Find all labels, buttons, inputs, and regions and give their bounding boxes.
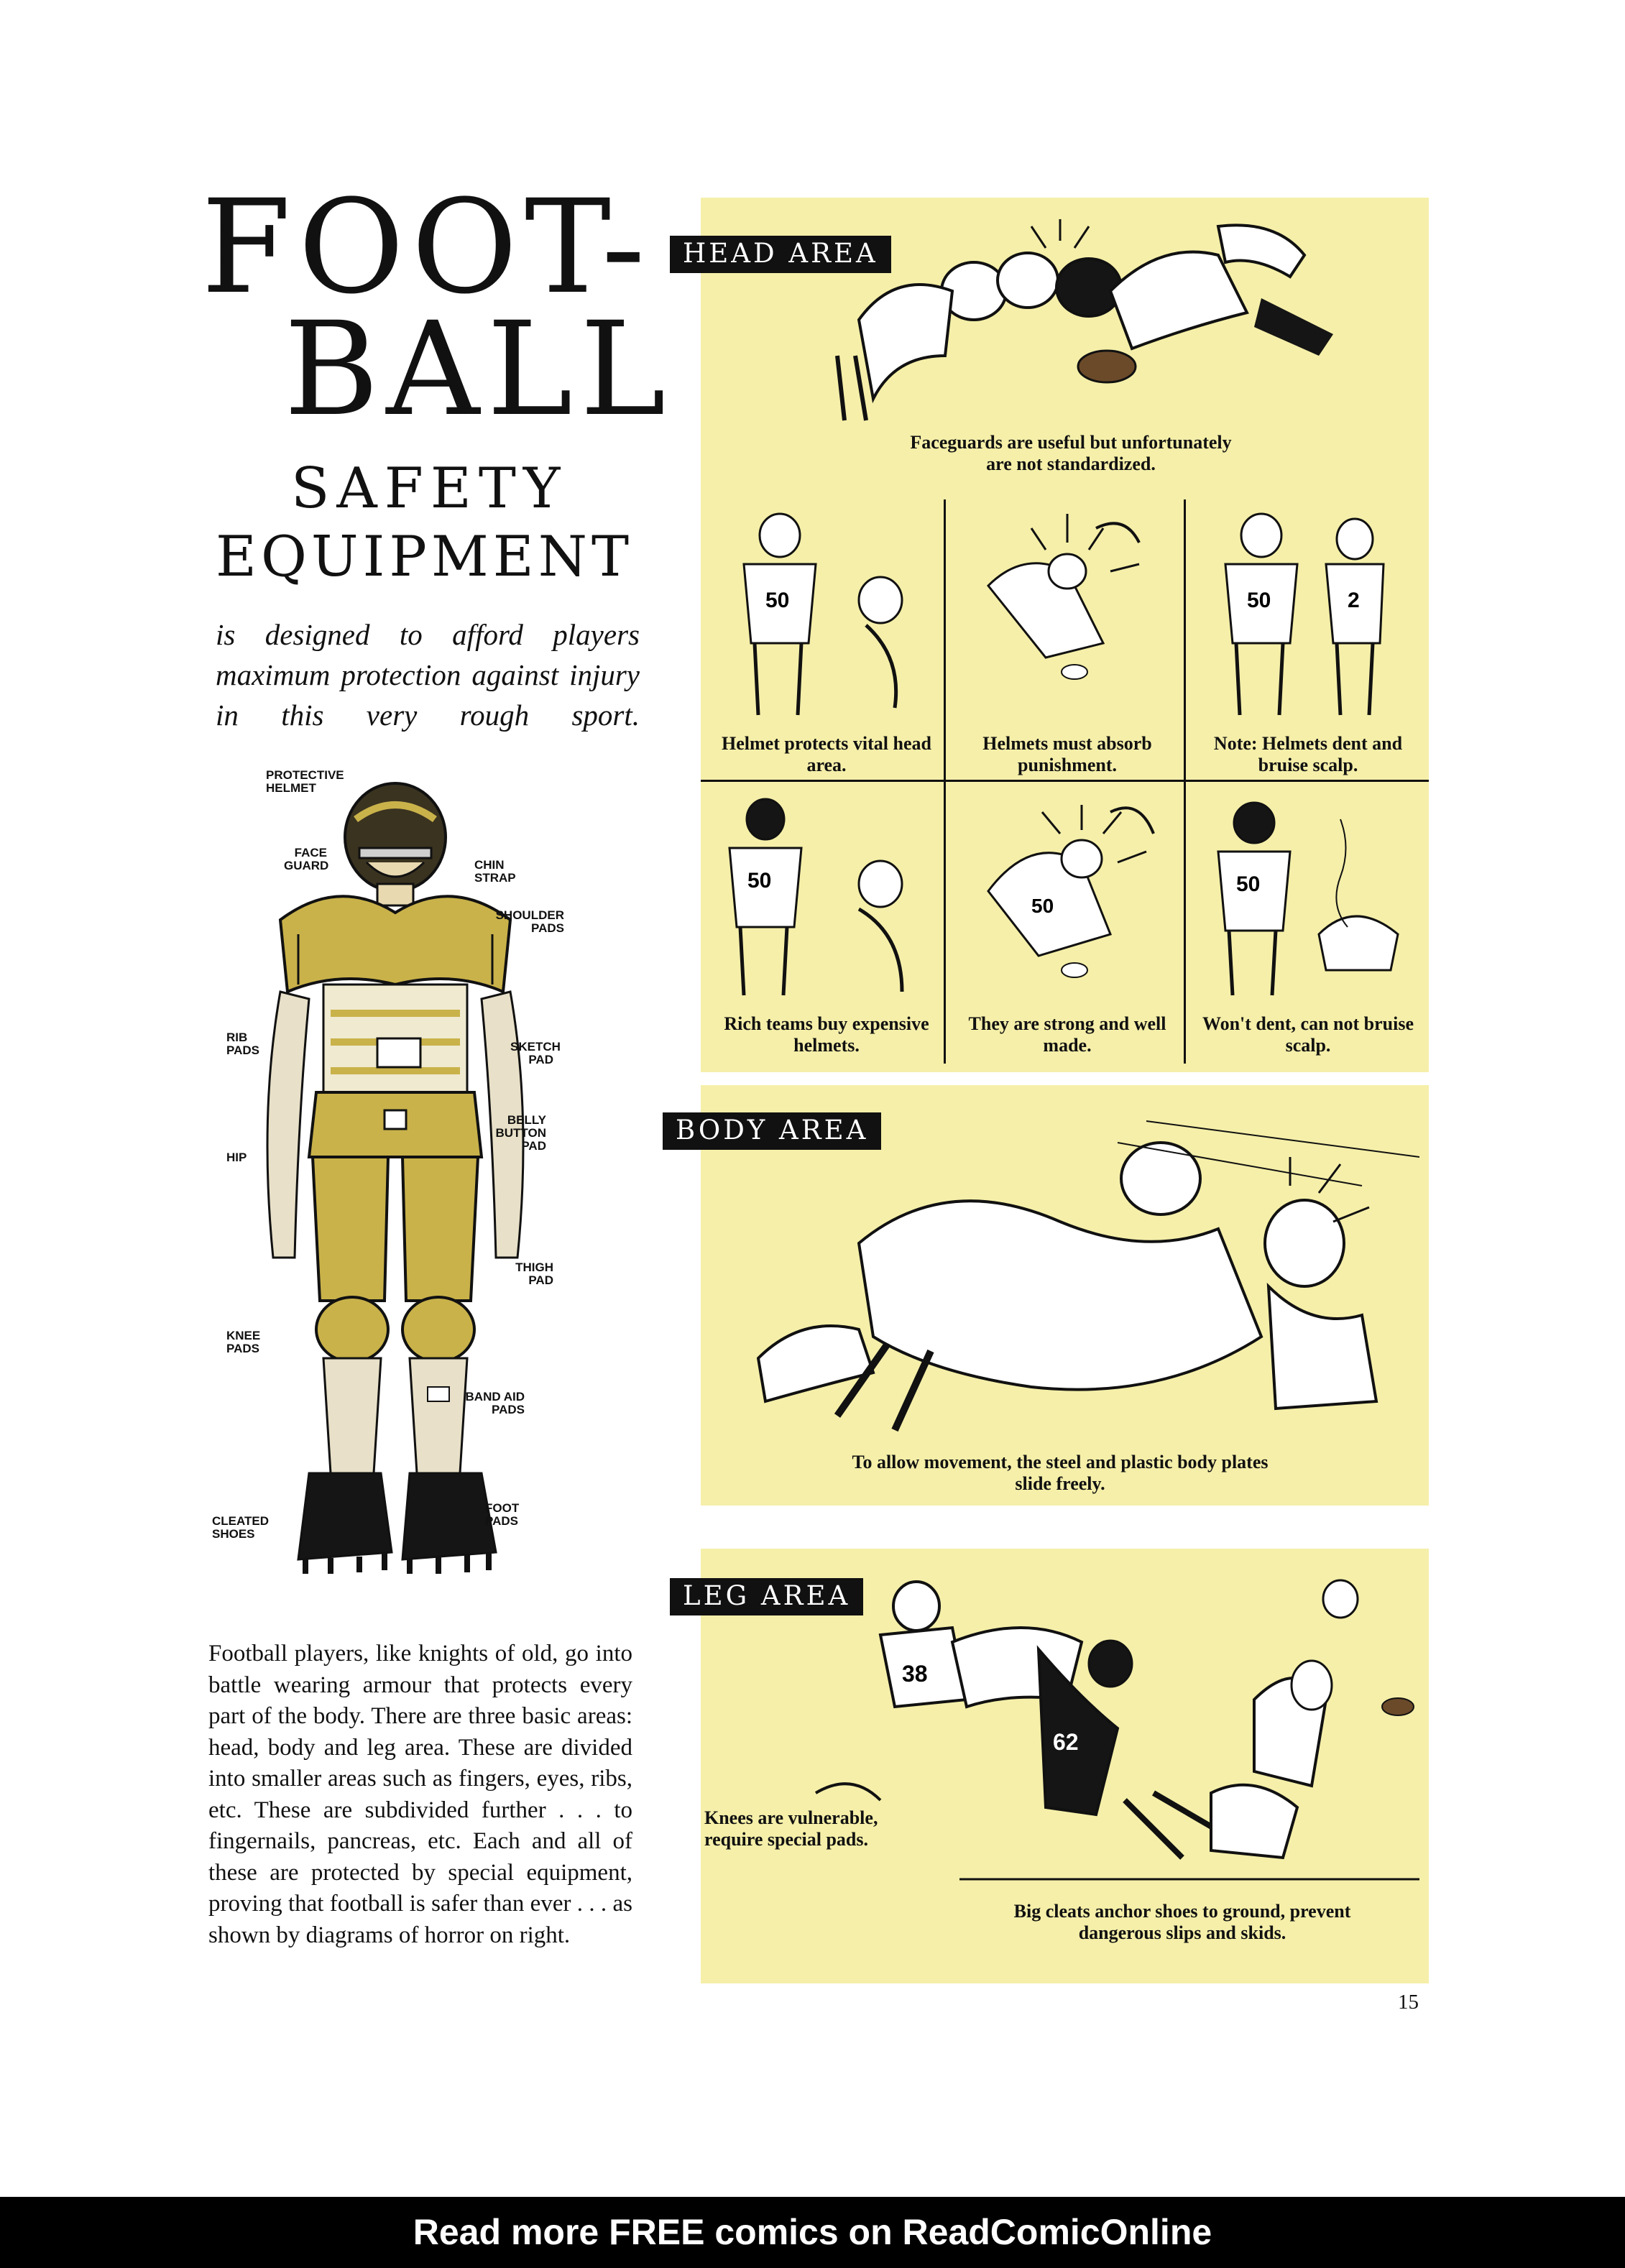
leg-action-illustration: 38 62 [814,1579,1419,1881]
label-band-aid-pads: BAND AID PADS [465,1390,525,1416]
cell-illustration-rich-teams: 50 [728,798,904,996]
body-area-panel: To allow movement, the steel and plastic… [701,1085,1429,1506]
panel-divider [701,780,1429,782]
label-sketch-pad: SKETCH PAD [510,1040,561,1066]
cell-illustration-helmet-protects: 50 [742,512,903,716]
label-face-guard: FACE GUARD [284,846,329,872]
title-line-ball: BALL [284,295,673,445]
title-line-safety: SAFETY [291,456,568,521]
subtitle: is designed to afford players maximum pr… [216,618,640,732]
label-knee-pads: KNEE PADS [226,1329,261,1355]
head-area-panel: Faceguards are useful but unfortunately … [701,198,1429,1072]
player-diagram: PROTECTIVE HELMET FACE GUARD CHIN STRAP … [212,755,564,1610]
label-protective-helmet: PROTECTIVE HELMET [266,768,344,795]
player-illustration [266,782,525,1574]
cell-illustration-wont-dent: 50 [1217,801,1399,996]
label-thigh-pad: THIGH PAD [515,1260,553,1287]
leg-area-panel: 38 62 Knees are vulnerable, require spec… [701,1549,1429,1983]
jersey-number-62: 62 [1053,1729,1079,1755]
jersey-number-50: 50 [747,869,771,893]
jersey-number-50: 50 [1236,872,1260,896]
caption-helmet-protects: Helmet protects vital head area. [722,733,931,775]
head-area-tag: HEAD AREA [670,236,891,273]
label-chin-strap: CHIN STRAP [474,858,516,885]
head-main-caption: Faceguards are useful but unfortunately … [910,432,1232,474]
caption-rich-teams: Rich teams buy expensive helmets. [724,1013,929,1056]
caption-helmets-absorb: Helmets must absorb punishment. [982,733,1152,775]
jersey-number-50: 50 [1031,895,1054,917]
jersey-number-38: 38 [902,1661,928,1687]
cell-illustration-strong-helmets: 50 [987,805,1155,978]
body-text: Football players, like knights of old, g… [208,1641,632,1948]
cell-illustration-helmets-dent: 50 2 [1224,512,1385,716]
label-foot-pads: FOOT PADS [485,1501,520,1528]
title-line-foot: FOOT- [201,172,653,323]
leg-caption-cleats: Big cleats anchor shoes to ground, preve… [1013,1901,1351,1943]
jersey-number-2: 2 [1348,589,1360,612]
cell-illustration-helmets-absorb [986,514,1141,680]
caption-helmets-dent: Note: Helmets dent and bruise scalp. [1213,733,1403,775]
leg-area-tag: LEG AREA [670,1578,864,1615]
body-caption: To allow movement, the steel and plastic… [852,1452,1269,1494]
label-cleated-shoes: CLEATED SHOES [212,1514,270,1541]
footer-banner[interactable]: Read more FREE comics on ReadComicOnline [0,2197,1625,2268]
jersey-number-50: 50 [765,589,789,612]
title-line-equipment: EQUIPMENT [216,525,633,589]
page-number: 15 [1398,1991,1419,2014]
label-hip: HIP [226,1151,247,1164]
leg-caption-knees: Knees are vulnerable, require special pa… [704,1807,878,1850]
label-shoulder-pads: SHOULDER PADS [495,908,564,935]
body-area-tag: BODY AREA [663,1112,882,1150]
body-pileup-illustration [756,1120,1419,1432]
label-belly-button-pad: BELLY BUTTON PAD [495,1113,546,1153]
head-collision-illustration [835,219,1333,421]
label-rib-pads: RIB PADS [226,1031,259,1057]
caption-wont-dent: Won't dent, can not bruise scalp. [1202,1013,1414,1056]
caption-strong-helmets: They are strong and well made. [968,1013,1166,1056]
jersey-number-50: 50 [1247,589,1271,612]
